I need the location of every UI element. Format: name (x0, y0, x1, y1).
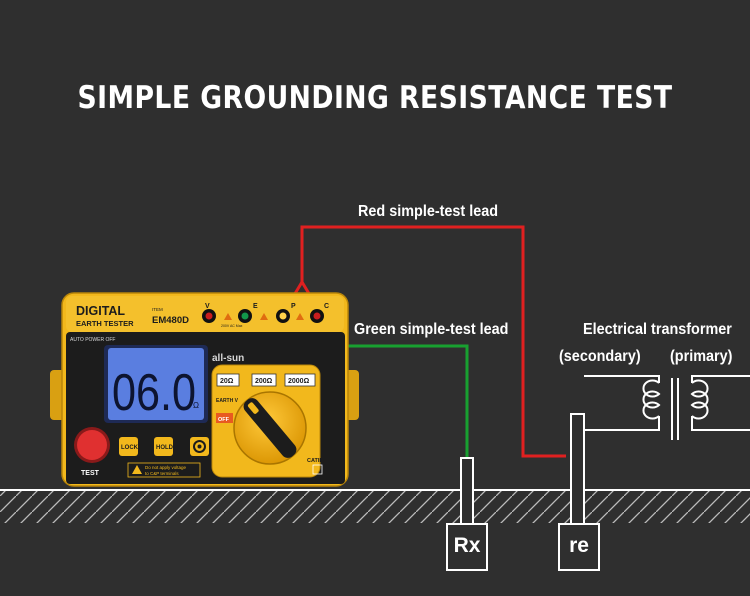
lock-button[interactable] (119, 437, 138, 456)
earth-v-label: EARTH V (216, 398, 239, 404)
warning-label-line1: Do not apply voltage (145, 465, 187, 470)
earth-tester-device: DIGITAL EARTH TESTER ITEM EM480D V E P C… (50, 292, 359, 487)
ground-hatch (0, 491, 750, 523)
lcd-unit: Ω (193, 401, 199, 410)
re-electrode-rod (570, 413, 585, 525)
red-lead-label: Red simple-test lead (358, 203, 499, 220)
range-2000-label: 2000Ω (288, 378, 310, 385)
brand-logo: all-sun (212, 353, 244, 364)
warning-triangle-icon (296, 313, 304, 320)
rx-electrode-rod (460, 457, 474, 525)
range-box-200 (251, 373, 277, 387)
terminal-c[interactable] (310, 309, 324, 323)
test-button-label: TEST (81, 470, 100, 477)
hold-button-label: HOLD (156, 445, 174, 451)
primary-label: (primary) (670, 348, 733, 365)
double-insulation-icon (312, 464, 323, 475)
warning-label-box (127, 462, 201, 478)
auto-power-off-label: AUTO POWER OFF (70, 337, 115, 343)
secondary-coil (642, 379, 661, 420)
terminal-v-label: V (205, 303, 210, 310)
model-label: EM480D (152, 315, 189, 326)
hold-button[interactable] (154, 437, 173, 456)
terminal-p-label: P (291, 303, 296, 310)
transformer-label: Electrical transformer (583, 321, 732, 338)
terminal-c-label: C (324, 303, 329, 310)
terminal-p[interactable] (276, 309, 290, 323)
rx-electrode-box (446, 523, 488, 571)
test-button[interactable] (77, 430, 107, 460)
off-label: OFF (218, 417, 230, 423)
range-20-label: 20Ω (220, 378, 234, 385)
re-label: re (569, 534, 589, 557)
dial-knob[interactable] (241, 395, 300, 460)
lock-button-label: LOCK (121, 445, 139, 451)
red-lead-wire (285, 225, 566, 458)
primary-coil (690, 379, 709, 420)
brand-line1: DIGITAL (76, 304, 125, 318)
terminal-v[interactable] (202, 309, 216, 323)
terminal-warning-label: 200V AC Max (221, 324, 243, 328)
gear-icon-hub (197, 444, 202, 449)
lcd-reading: 06.0 (112, 364, 196, 422)
range-box-20 (216, 373, 240, 387)
brand-line2: EARTH TESTER (76, 319, 134, 328)
terminal-e-label: E (253, 303, 258, 310)
item-label: ITEM (152, 307, 163, 312)
page-title: SIMPLE GROUNDING RESISTANCE TEST (77, 80, 673, 116)
rx-label: Rx (453, 534, 481, 557)
secondary-label: (secondary) (559, 348, 641, 365)
lcd-screen (108, 348, 204, 420)
warning-triangle-icon (260, 313, 268, 320)
range-box-2000 (284, 373, 316, 387)
warning-triangle-icon (224, 313, 232, 320)
warning-triangle-icon (132, 465, 142, 474)
cat-label: CATII (307, 458, 321, 464)
green-lead-label: Green simple-test lead (354, 321, 509, 338)
range-200-label: 200Ω (255, 378, 273, 385)
re-electrode-box (558, 523, 600, 571)
terminal-e[interactable] (238, 309, 252, 323)
transformer-symbol (584, 375, 750, 440)
off-box (216, 413, 233, 423)
warning-label-line2: to C&P terminals (145, 471, 179, 476)
gear-icon (193, 440, 206, 453)
